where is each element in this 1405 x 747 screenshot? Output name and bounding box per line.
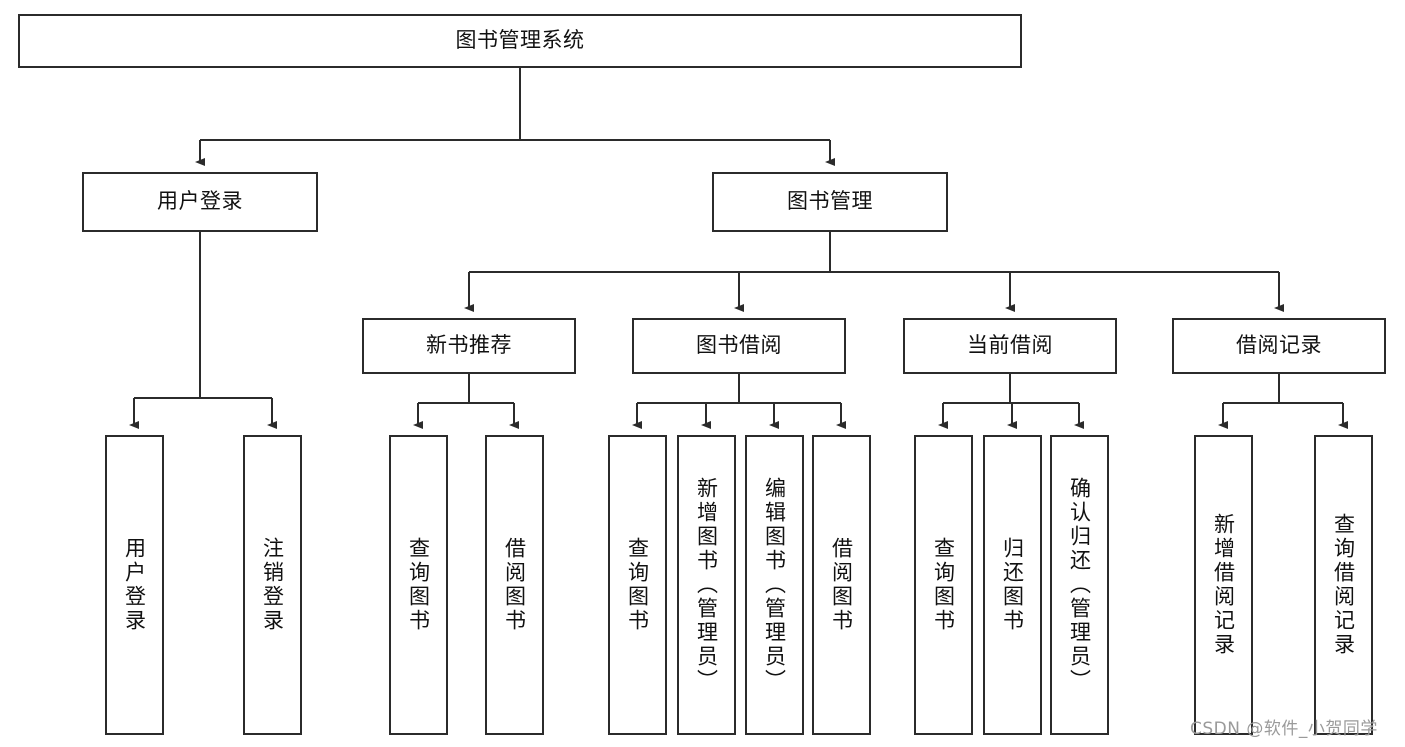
- node-leaf-query-book-current[interactable]: 查询图书: [914, 435, 973, 735]
- node-leaf-confirm-return-admin-label: 确认归还（管理员）: [1067, 477, 1092, 693]
- node-root[interactable]: 图书管理系统: [18, 14, 1022, 68]
- node-leaf-return-book-label: 归还图书: [1000, 537, 1025, 633]
- node-leaf-query-book-borrow-label: 查询图书: [625, 537, 650, 633]
- node-leaf-query-borrow-record[interactable]: 查询借阅记录: [1314, 435, 1373, 735]
- node-leaf-return-book[interactable]: 归还图书: [983, 435, 1042, 735]
- node-leaf-user-login-label: 用户登录: [122, 537, 147, 633]
- node-root-label: 图书管理系统: [455, 28, 585, 53]
- node-leaf-query-book-recommend-label: 查询图书: [406, 537, 431, 633]
- node-book-borrow[interactable]: 图书借阅: [632, 318, 846, 374]
- node-leaf-user-login[interactable]: 用户登录: [105, 435, 164, 735]
- csdn-watermark: CSDN @软件_小贺同学: [1190, 719, 1378, 739]
- node-leaf-add-borrow-record-label: 新增借阅记录: [1211, 513, 1236, 657]
- node-leaf-query-book-current-label: 查询图书: [931, 537, 956, 633]
- node-user-login-label: 用户登录: [157, 189, 243, 214]
- node-new-book-recommend[interactable]: 新书推荐: [362, 318, 576, 374]
- node-leaf-logout-label: 注销登录: [260, 537, 285, 633]
- node-book-management[interactable]: 图书管理: [712, 172, 948, 232]
- node-leaf-confirm-return-admin[interactable]: 确认归还（管理员）: [1050, 435, 1109, 735]
- node-book-borrow-label: 图书借阅: [696, 333, 782, 358]
- node-leaf-borrow-book-recommend-label: 借阅图书: [502, 537, 527, 633]
- node-current-borrow[interactable]: 当前借阅: [903, 318, 1117, 374]
- node-leaf-query-borrow-record-label: 查询借阅记录: [1331, 513, 1356, 657]
- node-leaf-add-book-admin-label: 新增图书（管理员）: [694, 477, 719, 693]
- node-leaf-borrow-book-label: 借阅图书: [829, 537, 854, 633]
- node-current-borrow-label: 当前借阅: [967, 333, 1053, 358]
- node-leaf-query-book-recommend[interactable]: 查询图书: [389, 435, 448, 735]
- node-leaf-add-borrow-record[interactable]: 新增借阅记录: [1194, 435, 1253, 735]
- node-leaf-query-book-borrow[interactable]: 查询图书: [608, 435, 667, 735]
- node-leaf-edit-book-admin[interactable]: 编辑图书（管理员）: [745, 435, 804, 735]
- node-borrow-record-label: 借阅记录: [1236, 333, 1322, 358]
- node-book-management-label: 图书管理: [787, 189, 873, 214]
- node-leaf-borrow-book-recommend[interactable]: 借阅图书: [485, 435, 544, 735]
- node-leaf-add-book-admin[interactable]: 新增图书（管理员）: [677, 435, 736, 735]
- node-new-book-recommend-label: 新书推荐: [426, 333, 512, 358]
- node-leaf-edit-book-admin-label: 编辑图书（管理员）: [762, 477, 787, 693]
- node-user-login[interactable]: 用户登录: [82, 172, 318, 232]
- node-leaf-borrow-book[interactable]: 借阅图书: [812, 435, 871, 735]
- node-borrow-record[interactable]: 借阅记录: [1172, 318, 1386, 374]
- node-leaf-logout[interactable]: 注销登录: [243, 435, 302, 735]
